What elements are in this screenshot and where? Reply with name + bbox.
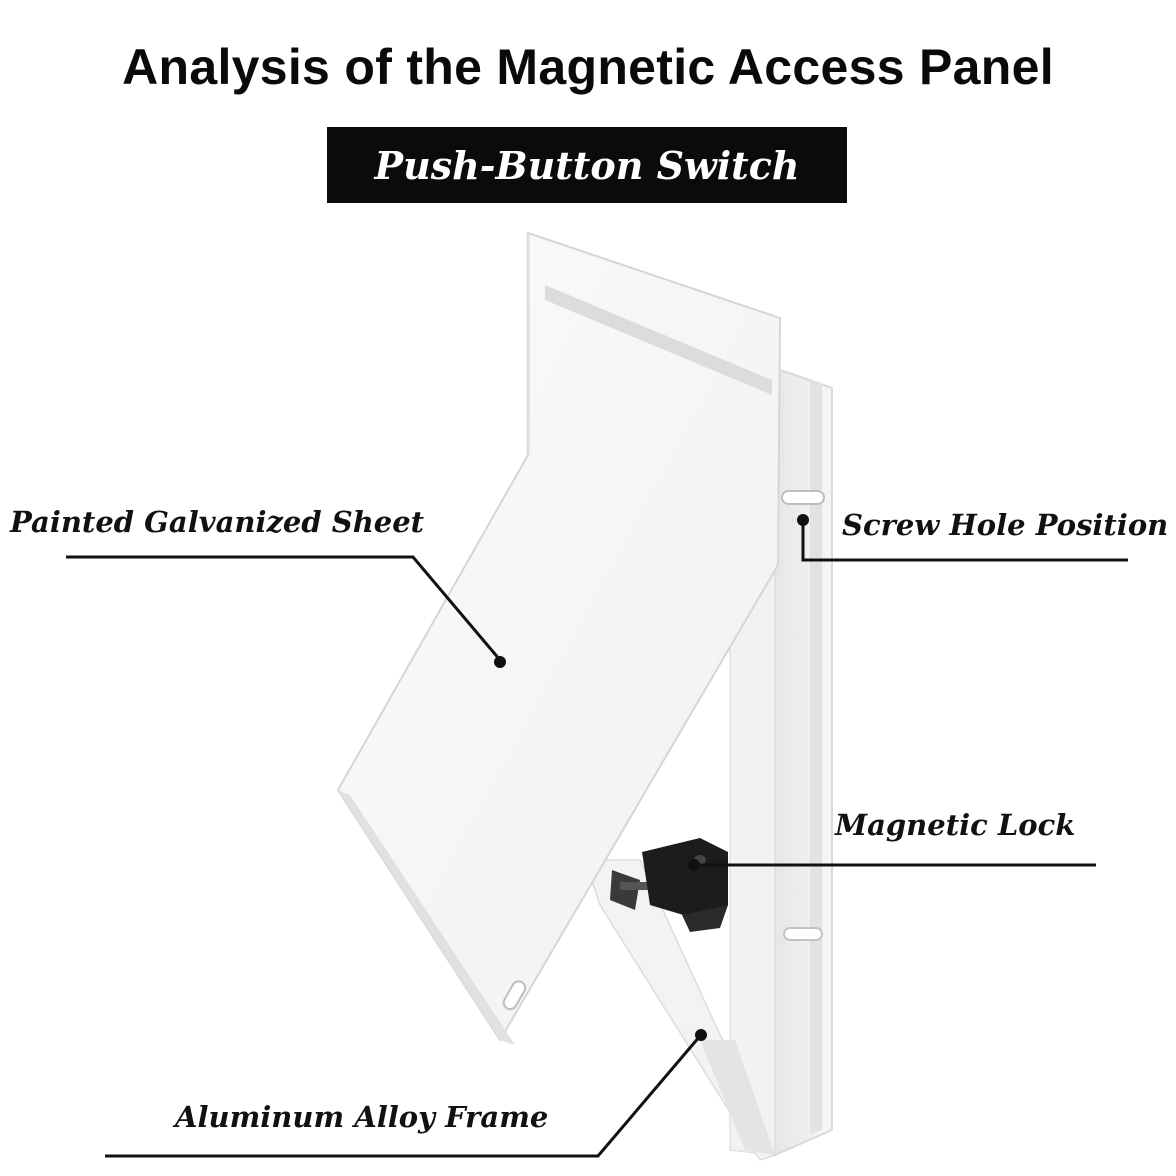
callout-painted-sheet: Painted Galvanized Sheet: [10, 505, 425, 539]
callout-aluminum-frame: Aluminum Alloy Frame: [175, 1100, 549, 1134]
subtitle-banner: Push-Button Switch: [327, 127, 847, 203]
screw-hole-icons: [502, 490, 825, 1011]
leader-aluminum-frame: [105, 1035, 702, 1158]
leader-dots: [494, 514, 809, 1041]
magnetic-lock-icon: [610, 838, 728, 932]
leader-screw-hole: [801, 520, 1128, 562]
aluminum-frame-body: [583, 366, 833, 1161]
page-title: Analysis of the Magnetic Access Panel: [122, 39, 1054, 95]
subtitle-text: Push-Button Switch: [374, 142, 800, 188]
painted-galvanized-sheet: [336, 231, 782, 1045]
callout-magnetic-lock: Magnetic Lock: [835, 808, 1076, 842]
callout-leaders: [66, 520, 1128, 1158]
leader-painted-sheet: [66, 555, 502, 661]
callout-screw-hole: Screw Hole Position: [842, 508, 1169, 542]
